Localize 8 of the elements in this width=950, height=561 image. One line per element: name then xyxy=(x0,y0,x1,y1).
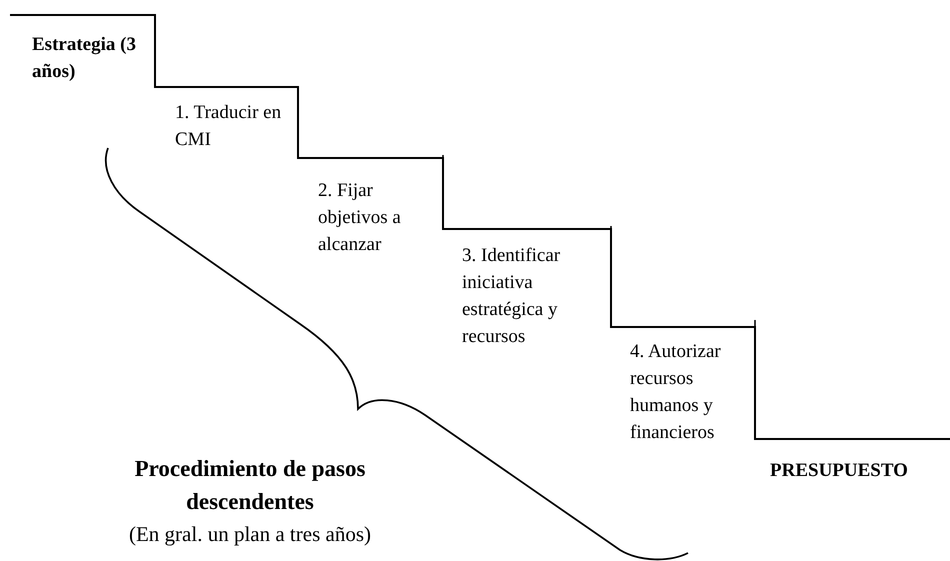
procedure-title: Procedimiento de pasos descendentes xyxy=(134,455,366,516)
step-label: 1. Traducir en CMI xyxy=(175,101,282,152)
step-label: 3. Identificar iniciativa estratégica y recursos xyxy=(462,244,562,349)
stage-title: Estrategia (3 años) xyxy=(32,33,137,84)
step-label: 4. Autorizar recursos humanos y financieros xyxy=(630,340,722,445)
stage-title: PRESUPUESTO xyxy=(770,459,909,483)
procedure-note: (En gral. un plan a tres años) xyxy=(128,521,372,548)
step-label: 2. Fijar objetivos a alcanzar xyxy=(318,179,402,257)
